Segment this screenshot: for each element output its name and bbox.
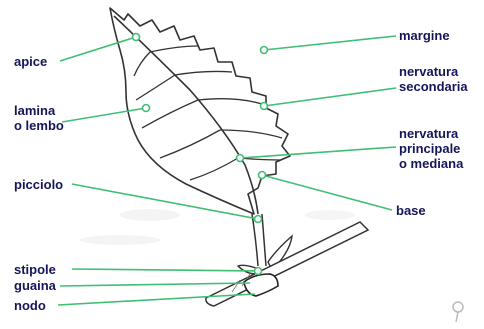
label-nervatura-secondaria-line2: secondaria bbox=[399, 79, 468, 94]
label-stipole-text: stipole bbox=[14, 262, 56, 277]
label-apice-text: apice bbox=[14, 54, 47, 69]
label-margine-text: margine bbox=[399, 28, 450, 43]
label-nervatura-secondaria-line1: nervatura bbox=[399, 64, 468, 79]
label-nodo-text: nodo bbox=[14, 298, 46, 313]
label-base-text: base bbox=[396, 203, 426, 218]
label-guaina-text: guaina bbox=[14, 278, 56, 293]
label-nodo: nodo bbox=[14, 298, 46, 313]
label-lamina: lamina o lembo bbox=[14, 103, 64, 133]
label-apice: apice bbox=[14, 54, 47, 69]
stipule-left bbox=[238, 265, 256, 274]
label-base: base bbox=[396, 203, 426, 218]
label-lamina-line2: o lembo bbox=[14, 118, 64, 133]
stem bbox=[206, 222, 368, 306]
label-stipole: stipole bbox=[14, 262, 56, 277]
background-smudges bbox=[80, 209, 355, 245]
label-picciolo: picciolo bbox=[14, 177, 63, 192]
watermark-logo bbox=[453, 302, 463, 322]
label-margine: margine bbox=[399, 28, 450, 43]
label-lamina-line1: lamina bbox=[14, 103, 64, 118]
label-guaina: guaina bbox=[14, 278, 56, 293]
label-nervatura-principale-line1: nervatura bbox=[399, 126, 463, 141]
label-nervatura-principale: nervatura principale o mediana bbox=[399, 126, 463, 171]
label-nervatura-principale-line2: principale bbox=[399, 141, 463, 156]
label-nervatura-principale-line3: o mediana bbox=[399, 156, 463, 171]
label-picciolo-text: picciolo bbox=[14, 177, 63, 192]
label-nervatura-secondaria: nervatura secondaria bbox=[399, 64, 468, 94]
